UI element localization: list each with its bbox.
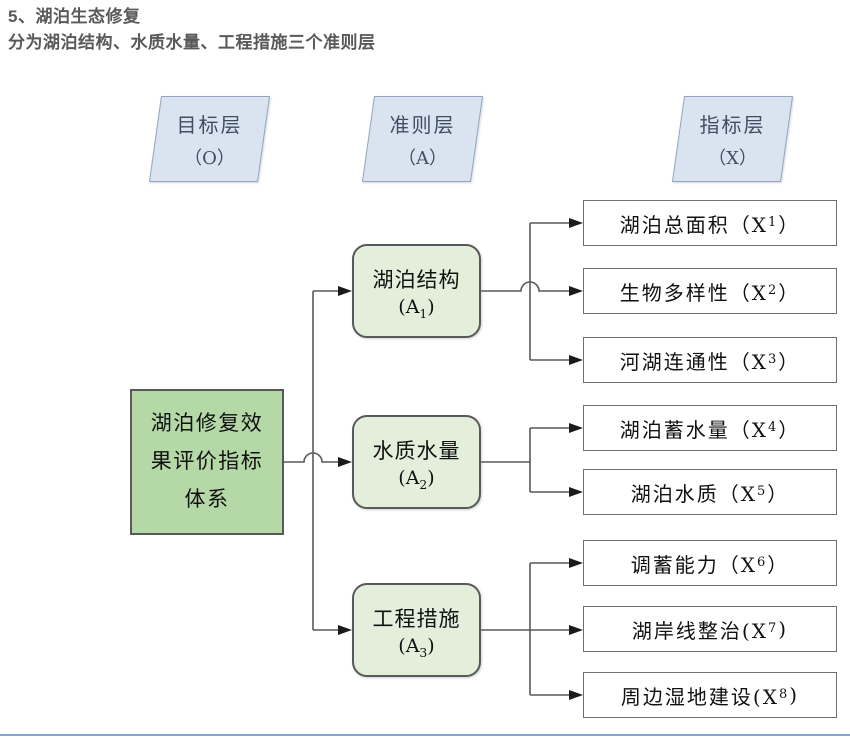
criterion-box-a2: 水质水量 (A2) <box>352 415 481 509</box>
layer-header-indicator-label: 指标层 <box>699 112 766 137</box>
layer-header-goal-label: 目标层 <box>176 112 243 137</box>
arrowhead-a3-icon <box>338 625 352 635</box>
criterion-box-a3: 工程措施 (A3) <box>352 583 481 677</box>
arrowhead-a2-icon <box>338 457 352 467</box>
goal-to-a2-line-with-hop <box>284 452 338 463</box>
criterion-a1-code: (A1) <box>398 296 435 321</box>
arrowhead-x7-icon <box>569 625 583 635</box>
layer-header-goal: 目标层 （O） <box>148 96 271 182</box>
layer-header-criterion-label: 准则层 <box>389 112 456 137</box>
arrowhead-a1-icon <box>338 286 352 296</box>
page-title: 5、湖泊生态修复 <box>8 7 141 26</box>
page-subtitle: 分为湖泊结构、水质水量、工程措施三个准则层 <box>8 33 376 52</box>
layer-header-goal-code: （O） <box>184 147 235 169</box>
arrowhead-x1-icon <box>569 218 583 228</box>
arrowhead-x5-icon <box>569 487 583 497</box>
arrowhead-x4-icon <box>569 423 583 433</box>
goal-box-label: 湖泊修复效果评价指标体系 <box>150 411 264 511</box>
title-block: 5、湖泊生态修复 分为湖泊结构、水质水量、工程措施三个准则层 <box>8 4 376 56</box>
layer-header-criterion: 准则层 （A） <box>361 96 484 182</box>
criterion-a3-label: 工程措施 <box>372 607 461 631</box>
footer-divider <box>0 734 850 736</box>
criterion-a2-label: 水质水量 <box>372 439 461 463</box>
criterion-a2-code: (A2) <box>398 467 435 492</box>
criterion-box-a1: 湖泊结构 (A1) <box>352 244 481 338</box>
layer-header-criterion-code: （A） <box>398 147 447 169</box>
arrowhead-x8-icon <box>569 690 583 700</box>
criterion-a3-code: (A3) <box>398 635 435 660</box>
a1-to-x2-line-with-hop <box>481 281 569 292</box>
arrowhead-x6-icon <box>569 558 583 568</box>
arrowhead-x2-icon <box>569 286 583 296</box>
layer-header-indicator-code: （X） <box>708 147 757 169</box>
criterion-a1-label: 湖泊结构 <box>372 268 461 292</box>
layer-header-indicator: 指标层 （X） <box>671 96 794 182</box>
arrowhead-x3-icon <box>569 355 583 365</box>
goal-box: 湖泊修复效果评价指标体系 <box>130 389 284 535</box>
